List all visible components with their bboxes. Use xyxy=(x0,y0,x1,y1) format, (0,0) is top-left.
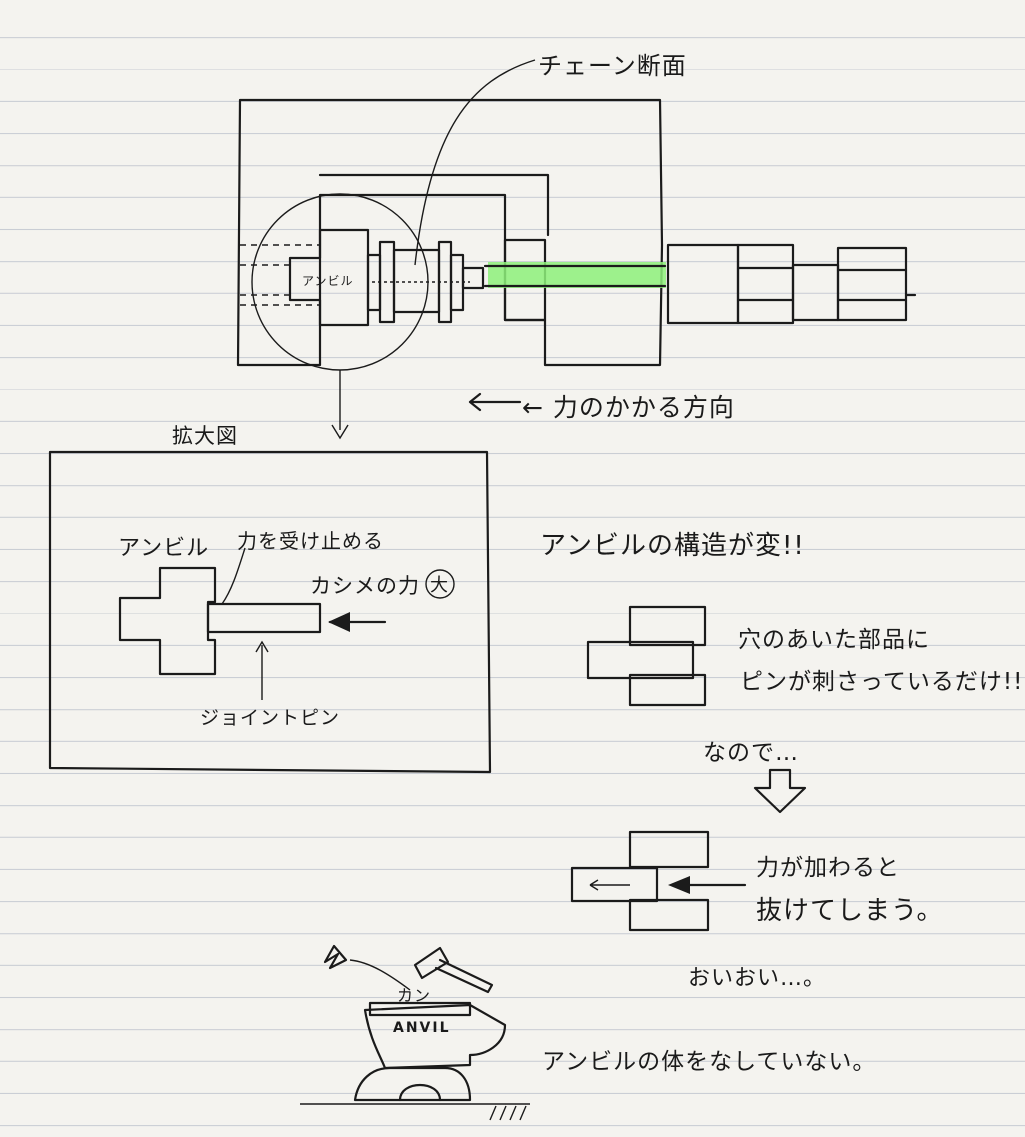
dashed-hidden-lines xyxy=(240,244,320,306)
screw-housing-hatched xyxy=(666,243,740,325)
crimp-force-mark: 大 xyxy=(430,575,449,596)
force-arrow-head xyxy=(668,876,690,894)
crimp-arrow-head xyxy=(328,612,350,632)
anvil-label: アンビル xyxy=(118,536,210,561)
anvil-structure-heading: アンビルの構造が変!! xyxy=(540,531,805,561)
ground-hatch xyxy=(489,1105,527,1121)
receive-force-label: 力を受け止める xyxy=(237,529,384,553)
receive-force-leader xyxy=(221,547,246,605)
note-line-2: ピンが刺さっているだけ!! xyxy=(740,669,1024,695)
pin-stub xyxy=(461,266,485,290)
small-anvil-label: アンビル xyxy=(302,274,354,288)
force-direction-arrow xyxy=(468,392,522,412)
big-mark-circle xyxy=(425,569,455,599)
chain-roller xyxy=(392,248,441,314)
part-top-2 xyxy=(628,830,710,869)
chain-section-leader xyxy=(414,59,536,266)
screw-handle-lines xyxy=(836,268,917,302)
kan-sound-label: カン xyxy=(397,986,432,1005)
joint-pin-label: ジョイントピン xyxy=(200,707,341,729)
anvil-face-hatched xyxy=(368,1001,472,1017)
anvil-base xyxy=(353,1066,472,1102)
part-bottom-2 xyxy=(628,898,710,932)
note-line-1: 穴のあいた部品に xyxy=(738,627,930,653)
crimp-force-label: カシメの力 xyxy=(310,574,420,598)
tool-inner-slot xyxy=(318,173,550,237)
chain-tool-cross-section xyxy=(236,59,917,440)
anvil-top-body xyxy=(363,1003,507,1070)
so-label: なので… xyxy=(703,740,799,766)
joint-pin-leader xyxy=(255,640,269,700)
push-pin-rod xyxy=(483,264,667,288)
enlarged-view-label: 拡大図 xyxy=(172,424,238,448)
star-spark-line xyxy=(349,959,411,991)
screw-body xyxy=(736,243,795,325)
force-direction-label: ← 力のかかる方向 xyxy=(522,393,735,422)
conclusion-label: アンビルの体をなしていない。 xyxy=(542,1049,877,1075)
screw-handle xyxy=(836,246,908,322)
hammer-head xyxy=(413,946,450,980)
screw-nut-hatched xyxy=(791,263,840,322)
pin-pulled-out-diagram xyxy=(570,830,747,932)
star-icon xyxy=(323,944,348,970)
hammer-handle xyxy=(434,958,494,994)
chain-section-label: チェーン断面 xyxy=(538,52,687,80)
holed-part-top xyxy=(628,605,707,647)
pin-sliding-green xyxy=(570,866,659,903)
oioi-label: おいおい…。 xyxy=(688,966,827,991)
anvil-hatched-section xyxy=(118,566,217,676)
force-applied-line-1: 力が加わると xyxy=(756,855,900,881)
force-applied-line-2: 抜けてしまう。 xyxy=(756,896,944,926)
joint-pin-body xyxy=(206,602,322,634)
anvil-base-arch xyxy=(398,1084,442,1102)
screw-body-lines xyxy=(736,266,795,302)
tool-frame-outline xyxy=(236,98,664,367)
holed-part-bottom xyxy=(628,673,707,707)
anvil-word-label: ANVIL xyxy=(393,1020,451,1036)
zoom-down-arrow xyxy=(331,370,349,440)
pin-slide-arrow xyxy=(589,879,630,891)
hollow-down-arrow xyxy=(753,768,807,814)
holed-part-diagram xyxy=(586,605,707,707)
enlarged-view-frame xyxy=(48,450,492,774)
inserted-pin-green xyxy=(586,640,695,680)
anvil-cartoon xyxy=(300,944,530,1121)
enlarged-view-box xyxy=(48,450,492,774)
